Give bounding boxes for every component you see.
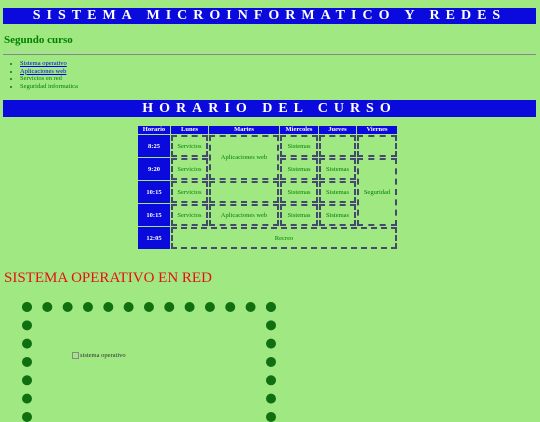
link-aplicaciones-web[interactable]: Aplicaciones web <box>20 67 67 75</box>
col-header-lunes: Lunes <box>171 126 208 134</box>
course-list: Sistema operativo Aplicaciones web Servi… <box>12 60 78 90</box>
schedule-title: HORARIO DEL CURSO <box>142 101 397 116</box>
schedule-cell: Servicios <box>171 135 208 157</box>
hour-cell: 10:15 <box>138 204 170 226</box>
col-header-viernes: Viernes <box>357 126 397 134</box>
site-title: SISTEMA MICROINFORMATICO Y REDES <box>32 8 507 23</box>
schedule-cell: Sistemas <box>280 181 318 203</box>
schedule-cell: Sistemas <box>319 181 356 203</box>
list-item[interactable]: Sistema operativo <box>20 60 78 68</box>
col-header-martes: Martes <box>209 126 279 134</box>
schedule-title-banner: HORARIO DEL CURSO <box>3 100 536 117</box>
hour-cell: 12:05 <box>138 227 170 249</box>
schedule-cell: Seguridad <box>357 158 397 226</box>
link-sistema-operativo[interactable]: Sistema operativo <box>20 60 67 67</box>
section-heading: SISTEMA OPERATIVO EN RED <box>4 270 212 286</box>
hour-cell: 9:20 <box>138 158 170 180</box>
course-subtitle: Segundo curso <box>4 34 73 46</box>
list-item: Seguridad informatica <box>20 83 78 91</box>
list-item: Servicios en red <box>20 75 78 83</box>
table-row: 8:25 Servicios Aplicaciones web Sistemas <box>138 135 397 180</box>
schedule-cell: Sistemas <box>280 204 318 226</box>
broken-image-icon <box>72 352 79 360</box>
site-title-banner: SISTEMA MICROINFORMATICO Y REDES <box>3 8 536 24</box>
hour-cell: 10:15 <box>138 181 170 203</box>
schedule-cell: Aplicaciones web <box>209 135 279 180</box>
table-header-row: Horario Lunes Martes Miercoles Jueves Vi… <box>138 126 397 134</box>
col-header-horario: Horario <box>138 126 170 134</box>
table-row: 10:15 Servicios Aplicaciones web Sistema… <box>138 204 397 226</box>
schedule-cell: Servicios <box>171 181 208 203</box>
table-row: 12:05 Recreo <box>138 227 397 249</box>
schedule-cell <box>357 135 397 157</box>
schedule-cell <box>209 181 279 203</box>
schedule-cell: Sistemas <box>319 204 356 226</box>
schedule-cell: Sistemas <box>280 158 318 180</box>
table-row: 10:15 Servicios Sistemas Sistemas <box>138 181 397 203</box>
schedule-cell: Servicios <box>171 204 208 226</box>
broken-image: sistema operativo <box>72 352 126 360</box>
schedule-cell: Aplicaciones web <box>209 204 279 226</box>
recreo-cell: Recreo <box>171 227 397 249</box>
schedule-table: Horario Lunes Martes Miercoles Jueves Vi… <box>137 125 398 250</box>
schedule-cell: Sistemas <box>280 135 318 157</box>
schedule-cell <box>319 135 356 157</box>
col-header-miercoles: Miercoles <box>280 126 318 134</box>
col-header-jueves: Jueves <box>319 126 356 134</box>
schedule-cell: Servicios <box>171 158 208 180</box>
list-item[interactable]: Aplicaciones web <box>20 68 78 76</box>
image-alt-text: sistema operativo <box>80 352 126 359</box>
dotted-image-frame <box>22 302 276 422</box>
table-row: 9:20 Servicios Sistemas Sistemas Segurid… <box>138 158 397 226</box>
schedule-cell: Sistemas <box>319 158 356 180</box>
hour-cell: 8:25 <box>138 135 170 157</box>
divider <box>3 53 536 55</box>
